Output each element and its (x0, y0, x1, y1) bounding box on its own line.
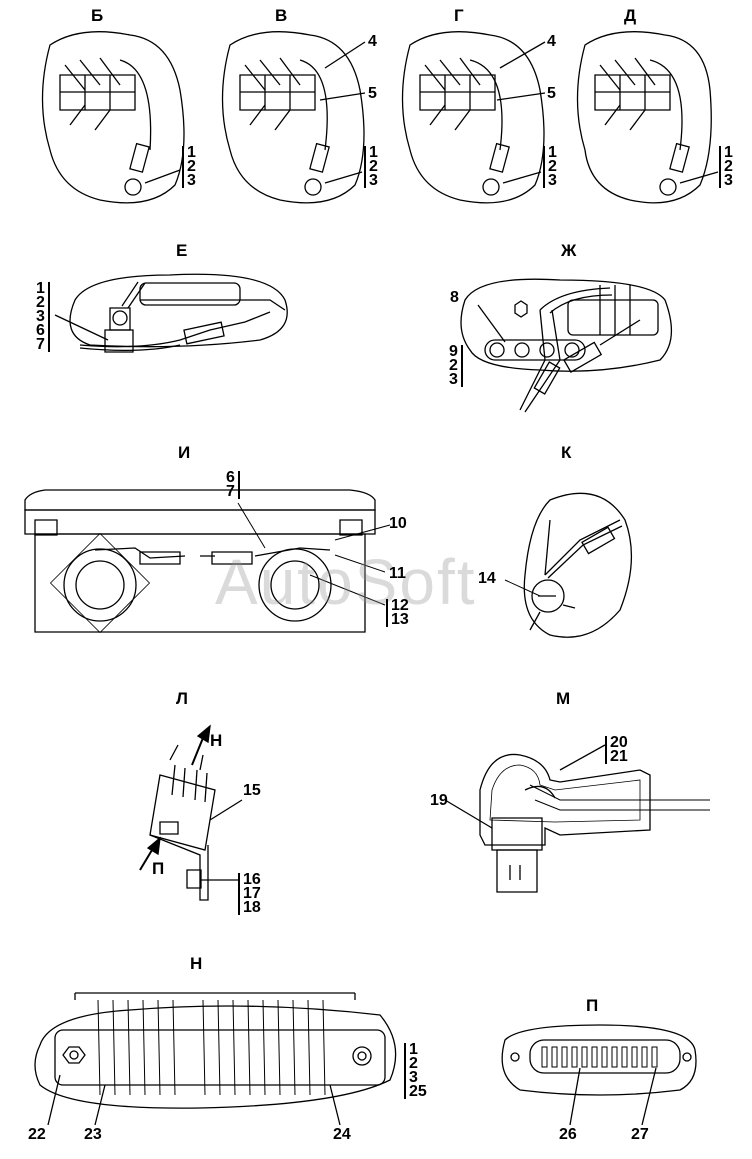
callout-n-23: 23 (84, 1126, 102, 1143)
callout-l-15: 15 (243, 782, 261, 799)
callout-n-22: 22 (28, 1126, 46, 1143)
view-label-m: М (556, 689, 571, 708)
view-i-drawing (25, 490, 375, 632)
callout-v-5: 5 (368, 85, 377, 102)
view-k-drawing (524, 493, 631, 637)
callout-v-4: 4 (368, 33, 377, 50)
arrow-label-n: Н (210, 731, 223, 750)
view-n-drawing (35, 993, 396, 1125)
callout-g-5: 5 (547, 85, 556, 102)
view-l-drawing (150, 745, 242, 900)
view-m-drawing (445, 745, 710, 892)
view-label-b: Б (91, 6, 104, 25)
arrow-n (192, 726, 210, 765)
callout-m-19: 19 (430, 792, 448, 809)
view-b-drawing (43, 32, 185, 203)
callout-p-27: 27 (631, 1126, 649, 1143)
callout-k-14: 14 (478, 570, 496, 587)
view-label-e: Е (176, 241, 188, 260)
callout-n-24: 24 (333, 1126, 351, 1143)
callout-g-4: 4 (547, 33, 556, 50)
view-e-drawing (55, 274, 287, 352)
view-p-drawing (502, 1025, 696, 1125)
view-label-zh: Ж (561, 241, 577, 260)
view-label-i: И (178, 443, 191, 462)
view-d-drawing (578, 32, 719, 203)
callout-zh-8: 8 (450, 289, 459, 306)
view-label-g: Г (454, 6, 464, 25)
callout-p-26: 26 (559, 1126, 577, 1143)
view-zh-drawing (461, 279, 671, 412)
watermark: AutoSoft (215, 546, 477, 618)
view-label-n: Н (190, 954, 203, 973)
view-label-k: К (561, 443, 572, 462)
arrow-label-p: П (152, 859, 165, 878)
arrow-p (140, 838, 160, 870)
view-v-drawing (223, 32, 366, 203)
callout-i-10: 10 (389, 515, 407, 532)
leader-lines (238, 503, 540, 605)
view-label-v: В (275, 6, 288, 25)
view-g-drawing (403, 32, 546, 203)
view-label-p: П (586, 996, 599, 1015)
view-label-l: Л (176, 689, 188, 708)
callout-i-11: 11 (389, 565, 406, 582)
view-label-d: Д (624, 6, 637, 25)
